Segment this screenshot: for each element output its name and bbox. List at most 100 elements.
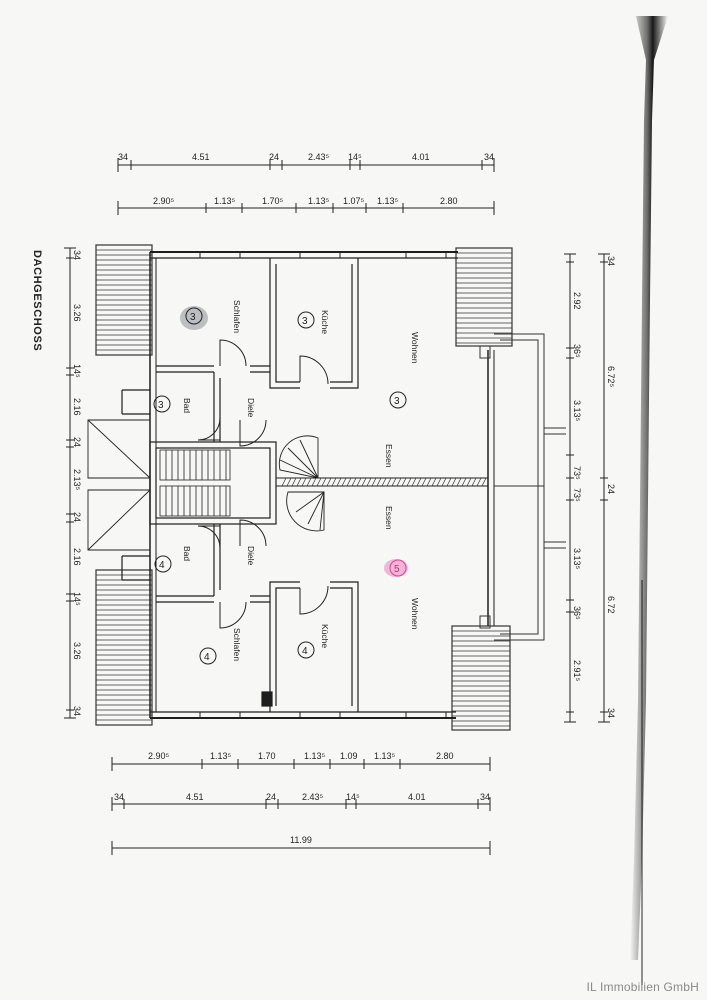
unit-3-wohnen: 3 bbox=[394, 396, 400, 407]
partition-hatch-line bbox=[356, 477, 362, 487]
partition-hatch-line bbox=[451, 477, 457, 487]
dim-right-i: 2.91⁵ bbox=[572, 660, 582, 682]
partition-hatch-line bbox=[306, 477, 312, 487]
spiral-stair-lower bbox=[286, 491, 325, 532]
partition-hatch-line bbox=[291, 477, 297, 487]
partition-hatch-line bbox=[431, 477, 437, 487]
dim-bot1-b: 1.13⁵ bbox=[210, 751, 232, 761]
dim-right-d: 3.13⁵ bbox=[572, 400, 582, 422]
window-marks bbox=[199, 252, 447, 718]
unit-3-schlafen: 3 bbox=[190, 312, 196, 323]
dim-right-e: 73⁵ bbox=[572, 466, 582, 480]
dim-top2-e: 1.07⁵ bbox=[343, 196, 365, 206]
label-bad-lower: Bad bbox=[182, 546, 192, 561]
dim-top1-g: 34 bbox=[484, 152, 494, 162]
dim-left-d: 2.16 bbox=[72, 398, 82, 416]
dim-bot2-d: 2.43⁵ bbox=[302, 792, 324, 802]
unit-5-highlight: 5 bbox=[394, 564, 400, 575]
partition-hatch-line bbox=[331, 477, 337, 487]
partition-hatch-line bbox=[361, 477, 367, 487]
dim-bot2-g: 34 bbox=[480, 792, 490, 802]
partition-hatch-line bbox=[406, 477, 412, 487]
label-schlafen-upper: Schlafen bbox=[232, 300, 242, 333]
partition-hatch-line bbox=[461, 477, 467, 487]
dim-bot1-c: 1.70 bbox=[258, 751, 276, 761]
dim-right-outer-c: 6.72 bbox=[606, 596, 616, 614]
dim-left-f: 2.13⁵ bbox=[72, 469, 82, 491]
label-diele-upper: Diele bbox=[246, 398, 256, 418]
partition-hatch-line bbox=[301, 477, 307, 487]
dim-right-f: 73⁵ bbox=[572, 488, 582, 502]
dim-top2-a: 2.90⁵ bbox=[153, 196, 175, 206]
spiral-stair-upper bbox=[278, 435, 319, 479]
partition-hatch-line bbox=[456, 477, 462, 487]
dim-left-b: 3.26 bbox=[72, 304, 82, 322]
label-wohnen-upper: Wohnen bbox=[410, 332, 420, 364]
dim-top1-e: 14⁵ bbox=[348, 152, 362, 162]
unit-3-bad: 3 bbox=[158, 400, 164, 411]
dimension-left bbox=[64, 247, 76, 719]
dimension-right-outer bbox=[598, 253, 610, 723]
partition-hatch-line bbox=[296, 477, 302, 487]
label-bad-upper: Bad bbox=[182, 398, 192, 413]
dim-top1-a: 34 bbox=[118, 152, 128, 162]
label-wohnen-lower: Wohnen bbox=[410, 598, 420, 630]
balconies bbox=[479, 333, 566, 641]
dim-left-j: 3.26 bbox=[72, 642, 82, 660]
partition-hatch-line bbox=[321, 477, 327, 487]
partition-hatch-line bbox=[386, 477, 392, 487]
roof-slope-left-bottom bbox=[95, 569, 153, 726]
partition-hatch-line bbox=[426, 477, 432, 487]
partition-hatch-line bbox=[281, 477, 287, 487]
partition-hatch-line bbox=[326, 477, 332, 487]
watermark: IL Immobilien GmbH bbox=[586, 980, 699, 994]
dim-bot1-e: 1.09 bbox=[340, 751, 358, 761]
unit-markers bbox=[153, 306, 408, 665]
partition-hatch-line bbox=[311, 477, 317, 487]
dim-bot2-c: 24 bbox=[266, 792, 276, 802]
outer-walls bbox=[149, 251, 495, 719]
dim-top1-d: 2.43⁵ bbox=[308, 152, 330, 162]
partition-hatch-line bbox=[401, 477, 407, 487]
partition-hatch-line bbox=[381, 477, 387, 487]
dim-left-e: 24 bbox=[72, 437, 82, 447]
label-diele-lower: Diele bbox=[246, 546, 256, 566]
dormer-right-bottom bbox=[451, 625, 511, 731]
dimension-right-inner bbox=[564, 253, 576, 723]
dim-bot2-b: 4.51 bbox=[186, 792, 204, 802]
partition-hatch-line bbox=[376, 477, 382, 487]
staircase-central bbox=[159, 449, 231, 517]
dim-left-i: 14⁵ bbox=[72, 592, 82, 606]
partition-hatch-line bbox=[286, 477, 292, 487]
dim-top1-c: 24 bbox=[269, 152, 279, 162]
dim-right-h: 36⁵ bbox=[572, 606, 582, 620]
dim-right-a: 34 bbox=[606, 256, 616, 266]
partition-hatch-line bbox=[391, 477, 397, 487]
dim-bot2-a: 34 bbox=[114, 792, 124, 802]
dim-right-g: 3.13⁵ bbox=[572, 548, 582, 570]
doors bbox=[197, 339, 329, 629]
dim-bot1-g: 2.80 bbox=[436, 751, 454, 761]
label-essen-upper: Essen bbox=[384, 444, 394, 468]
partition-hatch-line bbox=[436, 477, 442, 487]
partition-hatch-line bbox=[441, 477, 447, 487]
dim-total: 11.99 bbox=[290, 835, 312, 845]
dimension-top-1 bbox=[117, 158, 495, 172]
partition-hatch-line bbox=[481, 477, 487, 487]
unit-3-kueche: 3 bbox=[302, 316, 308, 327]
label-schlafen-lower: Schlafen bbox=[232, 628, 242, 661]
dim-bot2-f: 4.01 bbox=[408, 792, 426, 802]
dim-left-c: 14⁵ bbox=[72, 364, 82, 378]
dimension-bottom-1 bbox=[111, 757, 491, 771]
partition-hatch-line bbox=[341, 477, 347, 487]
unit-4-schlafen: 4 bbox=[204, 652, 210, 663]
unit-4-bad: 4 bbox=[159, 560, 165, 571]
dimension-bottom-2 bbox=[111, 797, 491, 811]
partition-hatch-line bbox=[351, 477, 357, 487]
dimension-total bbox=[111, 841, 491, 855]
dim-left-a: 34 bbox=[72, 250, 82, 260]
partition-hatch-line bbox=[446, 477, 452, 487]
dim-left-g: 24 bbox=[72, 512, 82, 522]
partition-hatch-line bbox=[466, 477, 472, 487]
